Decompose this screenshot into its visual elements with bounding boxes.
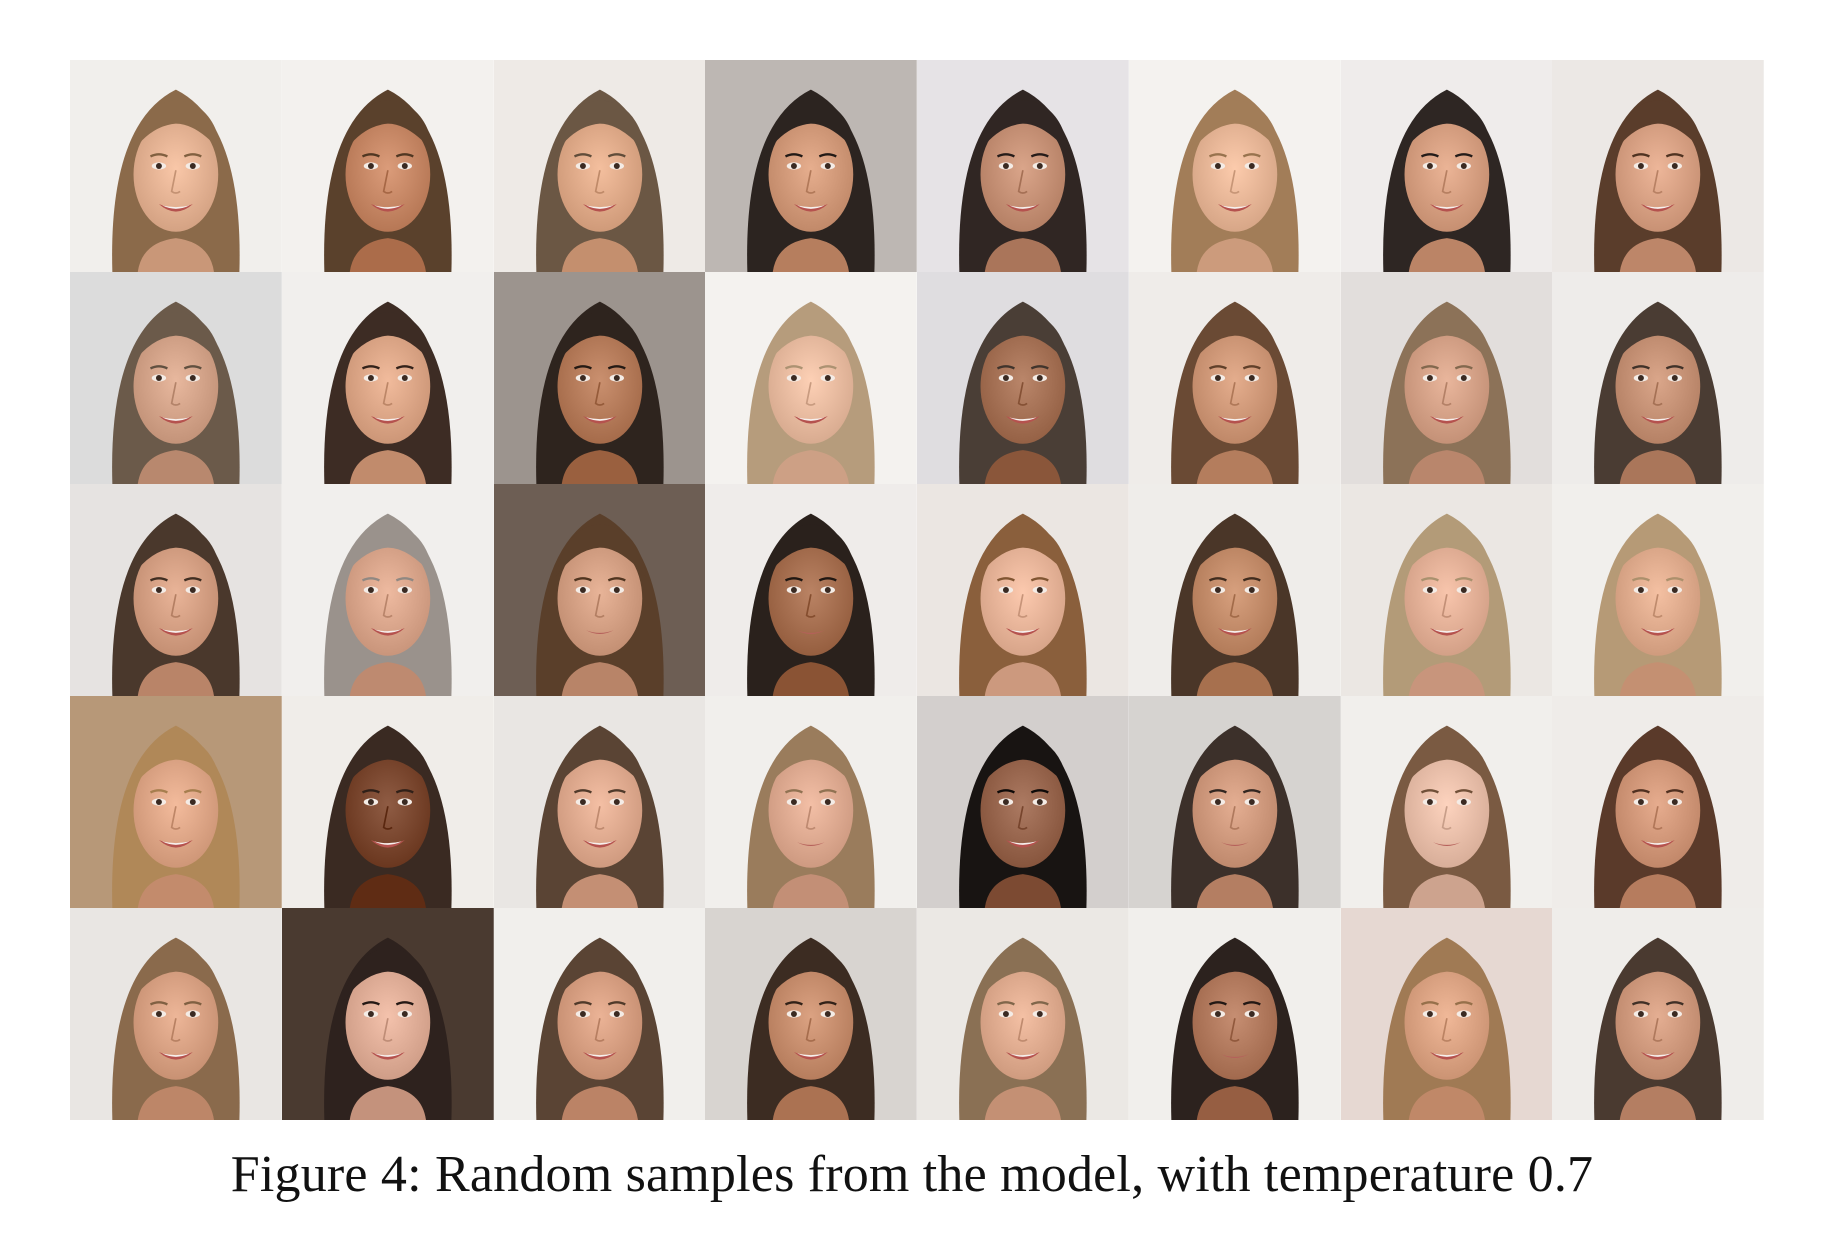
- face-sample-image: [705, 272, 917, 484]
- face-sample-image: [1552, 60, 1764, 272]
- face-sample-image: [1128, 272, 1341, 484]
- figure-caption: Figure 4: Random samples from the model,…: [230, 1146, 1594, 1203]
- face-sample-image: [493, 272, 706, 484]
- face-sample-image: [1340, 272, 1553, 484]
- face-sample-image: [1552, 272, 1764, 484]
- face-sample-image: [917, 908, 1129, 1120]
- face-sample-image: [70, 60, 282, 272]
- face-sample-image: [705, 60, 917, 272]
- face-sample-image: [705, 484, 917, 696]
- face-sample-image: [1552, 696, 1764, 908]
- face-sample-image: [493, 60, 706, 272]
- face-sample-image: [281, 272, 494, 484]
- face-sample-image: [705, 696, 917, 908]
- face-sample-image: [70, 484, 282, 696]
- face-sample-image: [917, 484, 1129, 696]
- face-sample-image: [70, 696, 282, 908]
- face-sample-image: [1552, 484, 1764, 696]
- face-sample-image: [917, 696, 1129, 908]
- face-sample-image: [493, 696, 706, 908]
- face-sample-image: [493, 484, 706, 696]
- face-sample-image: [281, 908, 494, 1120]
- face-sample-image: [917, 60, 1129, 272]
- face-sample-image: [1128, 696, 1341, 908]
- face-sample-image: [70, 908, 282, 1120]
- face-sample-image: [1340, 696, 1553, 908]
- sample-grid: [70, 60, 1764, 1120]
- face-sample-image: [1128, 908, 1341, 1120]
- face-sample-image: [493, 908, 706, 1120]
- face-sample-image: [1340, 484, 1553, 696]
- face-sample-image: [70, 272, 282, 484]
- face-sample-image: [1340, 60, 1553, 272]
- face-sample-image: [1128, 60, 1341, 272]
- face-sample-image: [917, 272, 1129, 484]
- face-sample-image: [281, 60, 494, 272]
- face-sample-image: [1552, 908, 1764, 1120]
- face-sample-image: [281, 696, 494, 908]
- face-sample-image: [281, 484, 494, 696]
- face-sample-image: [1340, 908, 1553, 1120]
- face-sample-image: [705, 908, 917, 1120]
- face-sample-image: [1128, 484, 1341, 696]
